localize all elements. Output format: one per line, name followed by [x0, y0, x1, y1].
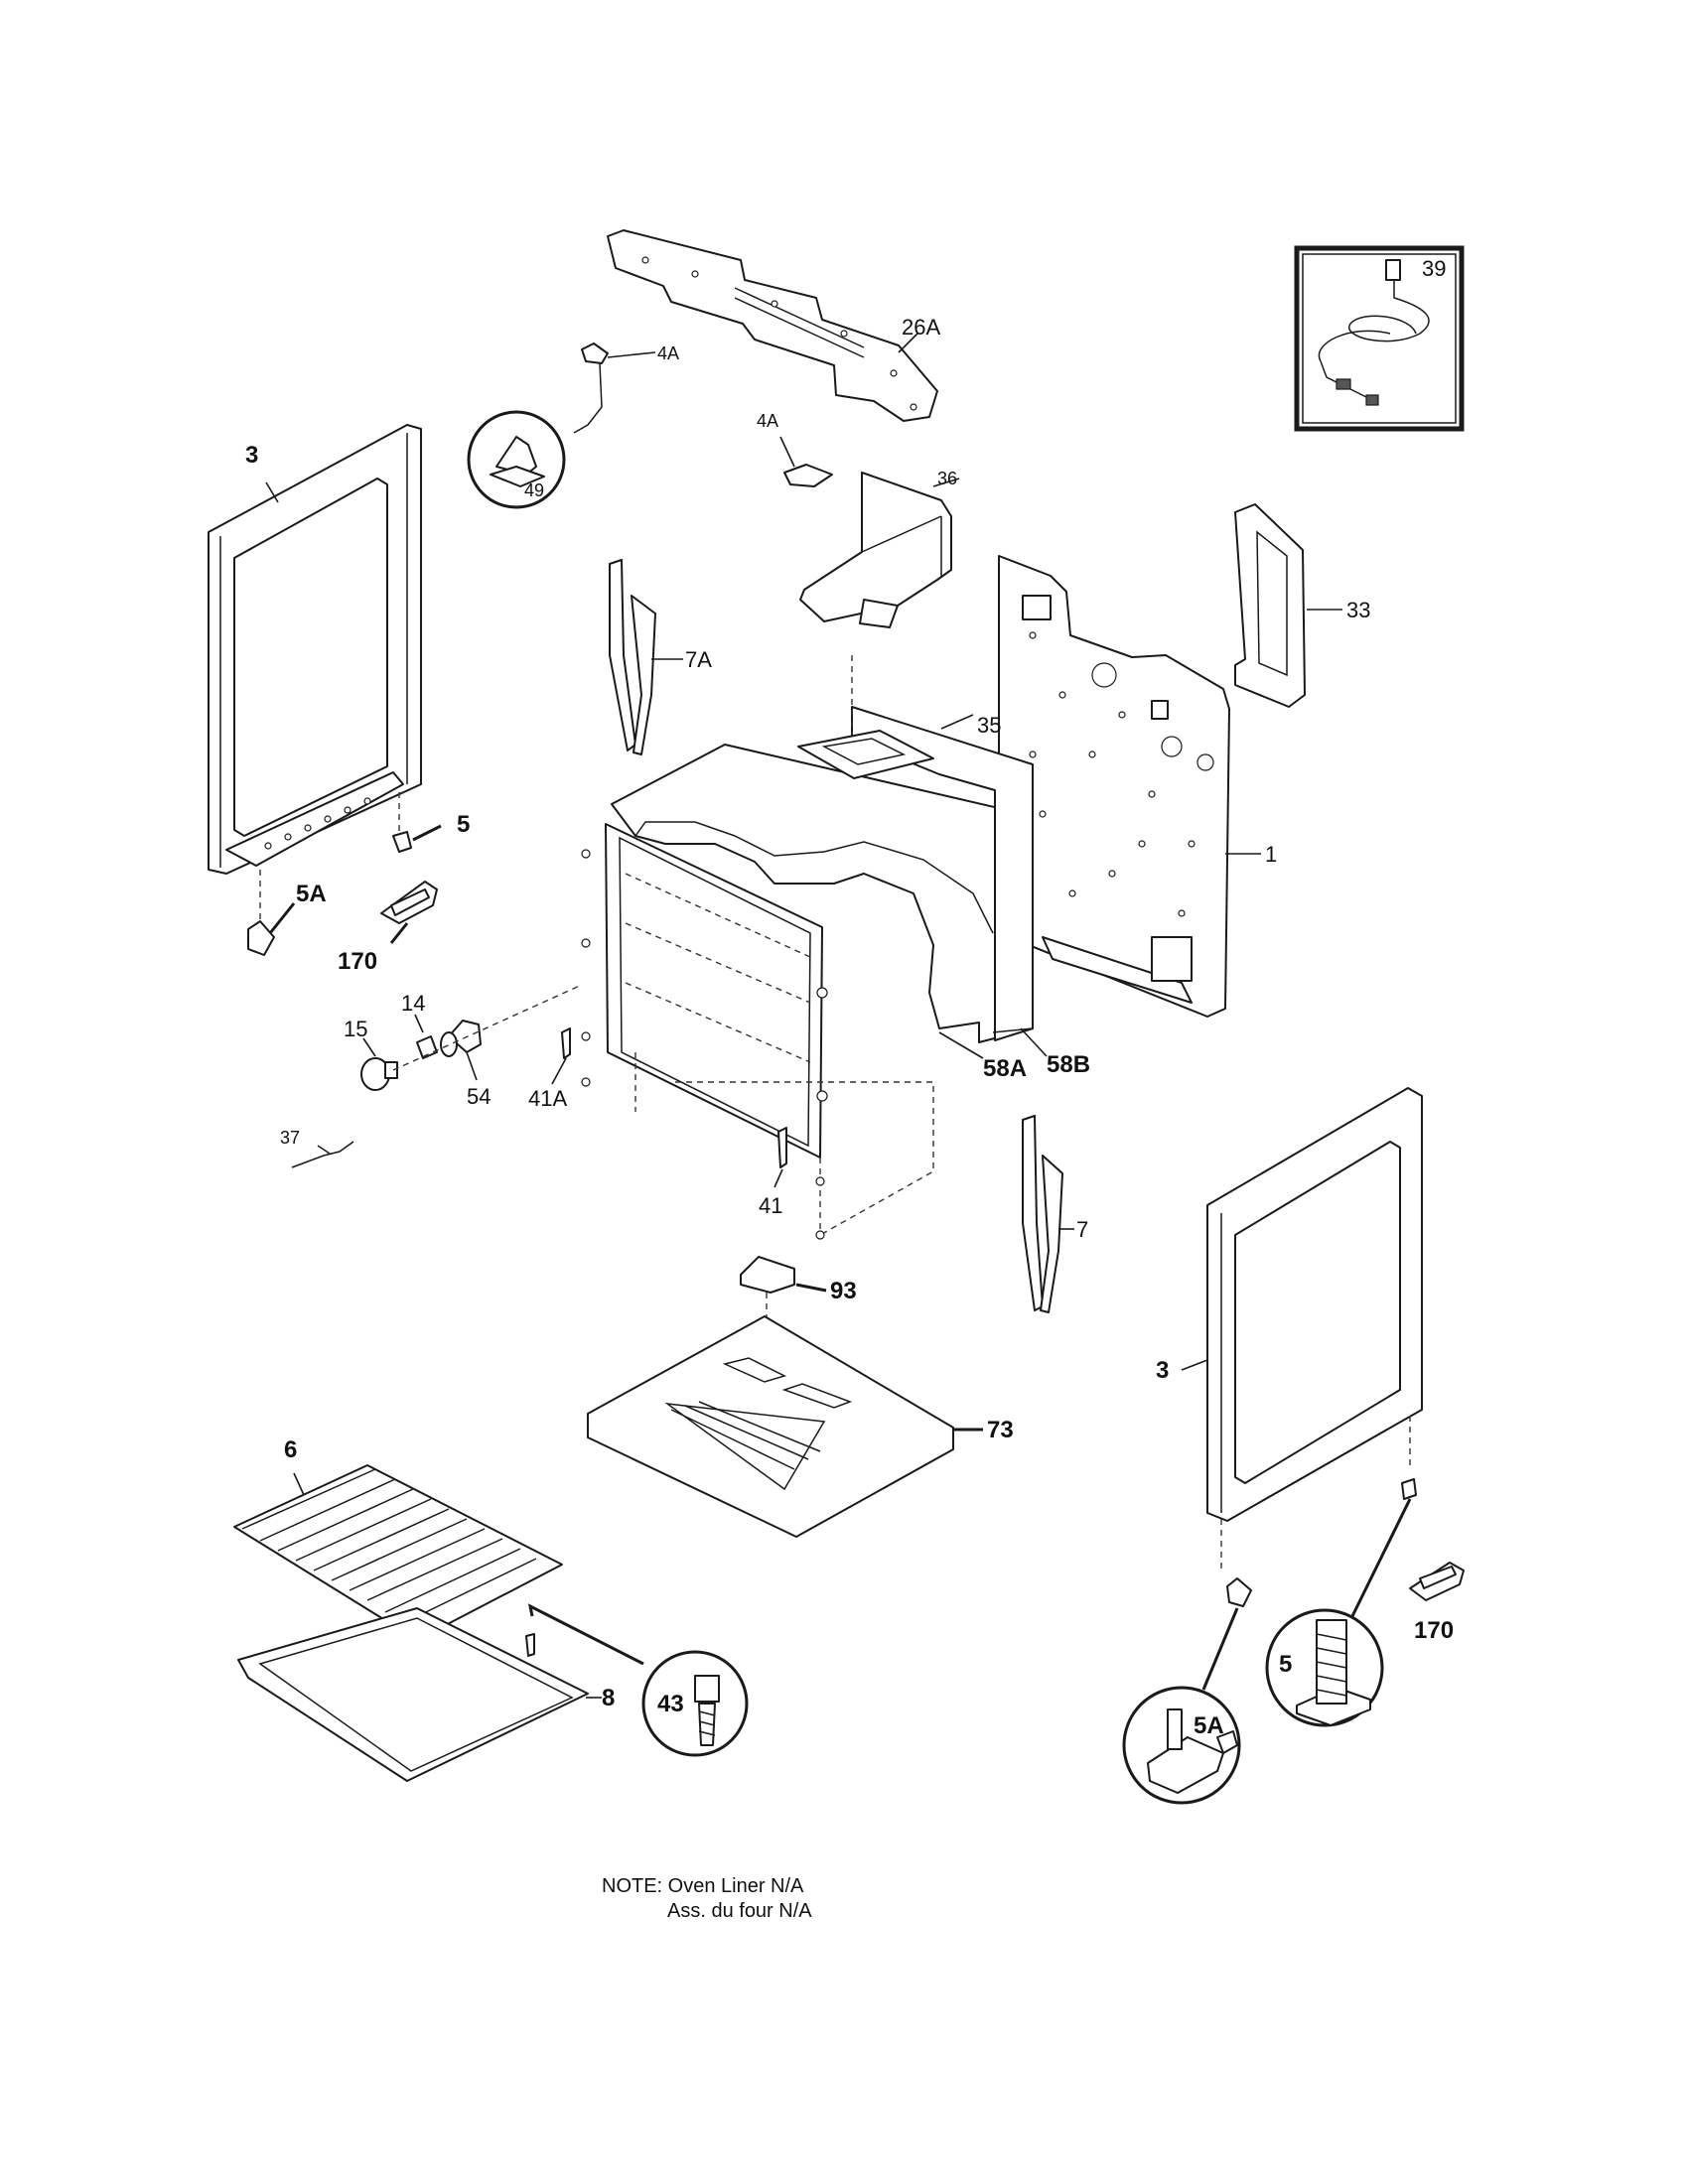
label-5-right: 5	[1279, 1651, 1292, 1678]
label-3-left: 3	[245, 442, 258, 469]
label-58B: 58B	[1047, 1051, 1090, 1078]
part-5-right-leveler-circle	[1265, 1478, 1417, 1727]
part-43-screw-circle	[525, 1603, 749, 1757]
part-36-vent-duct	[799, 472, 960, 628]
label-15: 15	[344, 1017, 367, 1041]
part-3-left-side-panel	[208, 424, 422, 923]
part-170-left-anti-tip-bracket	[380, 881, 438, 944]
part-7A-rack-support	[609, 559, 683, 755]
label-5A-right: 5A	[1194, 1712, 1224, 1739]
part-49-sensor-circle	[467, 410, 566, 509]
label-43: 43	[657, 1691, 684, 1717]
part-39-power-cord-box	[1294, 245, 1465, 432]
label-73: 73	[987, 1417, 1014, 1443]
part-7-rack-support	[1022, 1115, 1074, 1313]
part-1-back-panel	[998, 555, 1261, 1018]
label-41: 41	[759, 1193, 782, 1218]
label-170-left: 170	[338, 948, 377, 975]
label-36: 36	[937, 469, 957, 488]
label-5A-left: 5A	[296, 881, 327, 907]
part-54-lamp-lens	[440, 1020, 482, 1081]
label-3-right: 3	[1156, 1357, 1169, 1384]
part-8-storage-drawer	[237, 1607, 602, 1782]
label-41A: 41A	[528, 1086, 567, 1111]
lamp-alignment-line	[392, 984, 583, 1071]
label-8: 8	[602, 1685, 615, 1711]
label-4A-mid: 4A	[757, 411, 778, 431]
label-4A-top: 4A	[657, 343, 679, 363]
note-line-english: NOTE: Oven Liner N/A	[602, 1875, 804, 1897]
label-37: 37	[280, 1128, 300, 1148]
label-5-left: 5	[457, 811, 470, 838]
label-93: 93	[830, 1278, 857, 1304]
part-3-right-side-panel	[1181, 1087, 1423, 1569]
part-26A-top-bracket	[607, 229, 938, 422]
label-26A: 26A	[902, 315, 940, 340]
label-39: 39	[1422, 256, 1446, 281]
part-41-bracket	[774, 1127, 825, 1240]
label-170-right: 170	[1414, 1617, 1454, 1644]
part-4A-sensor-top	[573, 342, 656, 434]
part-41A-bracket	[551, 1027, 571, 1085]
part-93-bake-element-cover	[740, 1256, 827, 1326]
part-5A-right-leg-circle	[1122, 1577, 1252, 1805]
label-33: 33	[1346, 598, 1370, 622]
part-4A-clip-mid	[779, 436, 833, 487]
part-5A-left-leg	[247, 902, 296, 956]
part-5-left-leveler-screw	[392, 824, 442, 853]
oven-cavity-body	[581, 655, 1048, 1236]
part-6-oven-rack	[233, 1464, 563, 1641]
label-35: 35	[977, 713, 1001, 738]
label-49: 49	[524, 480, 544, 500]
label-54: 54	[467, 1084, 491, 1109]
part-14-lamp-socket	[414, 1014, 438, 1059]
label-6: 6	[284, 1436, 297, 1463]
part-73-oven-bottom	[587, 1315, 983, 1538]
part-170-right-anti-tip-bracket	[1409, 1562, 1465, 1601]
label-1: 1	[1265, 842, 1277, 867]
part-37-sensor-wire	[291, 1141, 354, 1168]
label-58A: 58A	[983, 1055, 1027, 1082]
part-33-control-cover	[1234, 503, 1342, 708]
oven-liner-note: NOTE: Oven Liner N/A Ass. du four N/A	[602, 1874, 812, 1924]
label-7A: 7A	[685, 647, 712, 672]
part-15-light-bulb	[360, 1037, 398, 1091]
note-line-french: Ass. du four N/A	[667, 1900, 812, 1922]
label-14: 14	[401, 991, 425, 1016]
label-7: 7	[1076, 1217, 1088, 1242]
